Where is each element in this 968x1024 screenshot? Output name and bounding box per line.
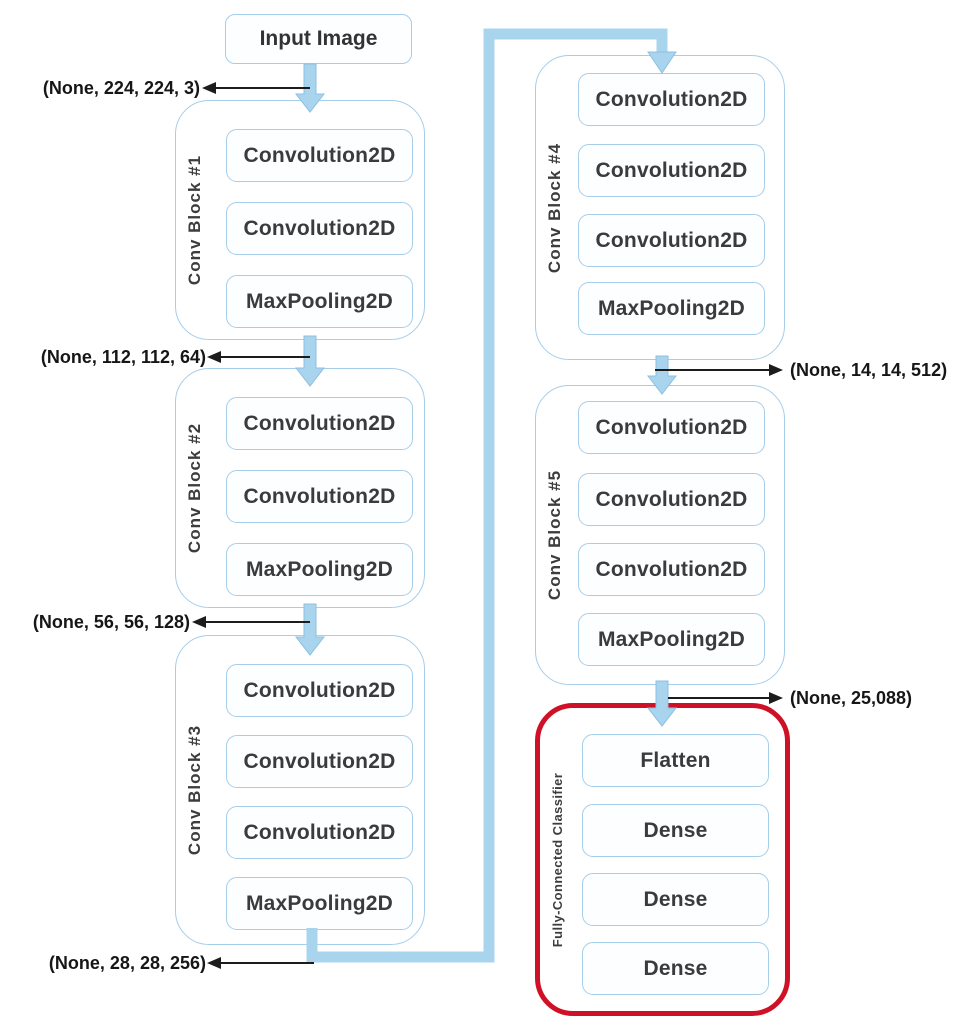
conv-block-5-label: Conv Block #5 [545,469,564,601]
fully-connected-classifier-block: Fully-Connected Classifier Flatten Dense… [535,703,790,1016]
layer-convolution2d: Convolution2D [226,202,413,255]
layer-maxpooling2d: MaxPooling2D [226,877,413,930]
layer-convolution2d: Convolution2D [226,470,413,523]
conv-block-2: Conv Block #2 Convolution2D Convolution2… [175,368,425,608]
layer-flatten: Flatten [582,734,769,787]
conv-block-3: Conv Block #3 Convolution2D Convolution2… [175,635,425,945]
conv-block-5: Conv Block #5 Convolution2D Convolution2… [535,385,785,685]
shape-annotation-block2-out: (None, 56, 56, 128) [32,612,190,632]
conv-block-4: Conv Block #4 Convolution2D Convolution2… [535,55,785,360]
layer-convolution2d: Convolution2D [578,214,765,267]
conv-block-1-label: Conv Block #1 [185,154,204,286]
layer-convolution2d: Convolution2D [578,473,765,526]
shape-annotation-block3-out: (None, 28, 28, 256) [48,953,206,973]
layer-dense: Dense [582,942,769,995]
layer-convolution2d: Convolution2D [226,806,413,859]
layer-maxpooling2d: MaxPooling2D [578,613,765,666]
input-image-node: Input Image [225,14,412,64]
layer-convolution2d: Convolution2D [226,735,413,788]
layer-dense: Dense [582,873,769,926]
conv-block-1: Conv Block #1 Convolution2D Convolution2… [175,100,425,340]
layer-convolution2d: Convolution2D [578,401,765,454]
conv-block-3-label: Conv Block #3 [185,724,204,856]
layer-convolution2d: Convolution2D [226,664,413,717]
shape-annotation-block4-out: (None, 14, 14, 512) [790,360,948,380]
layer-maxpooling2d: MaxPooling2D [578,282,765,335]
conv-block-2-label: Conv Block #2 [185,422,204,554]
layer-maxpooling2d: MaxPooling2D [226,275,413,328]
layer-convolution2d: Convolution2D [578,73,765,126]
layer-convolution2d: Convolution2D [578,144,765,197]
layer-maxpooling2d: MaxPooling2D [226,543,413,596]
fully-connected-classifier-label: Fully-Connected Classifier [550,772,565,947]
shape-annotation-block1-out: (None, 112, 112, 64) [40,347,206,367]
layer-convolution2d: Convolution2D [226,397,413,450]
layer-dense: Dense [582,804,769,857]
layer-convolution2d: Convolution2D [226,129,413,182]
conv-block-4-label: Conv Block #4 [545,142,564,273]
shape-annotation-input: (None, 224, 224, 3) [42,78,200,98]
layer-convolution2d: Convolution2D [578,543,765,596]
shape-annotation-block5-out: (None, 25,088) [790,688,913,708]
